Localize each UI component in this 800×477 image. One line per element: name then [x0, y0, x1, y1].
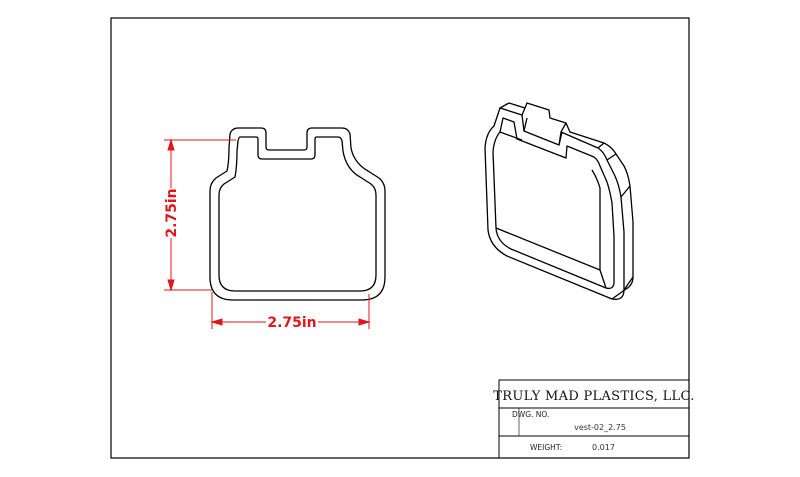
width-arrow-right [358, 318, 371, 326]
iso-front-outer [484, 107, 625, 300]
width-dimension-label: 2.75in [267, 315, 316, 331]
front-view [209, 127, 386, 301]
dwg-no-label: DWG. NO. [512, 410, 549, 419]
height-arrow-bottom [167, 279, 175, 292]
dwg-no-value: vest-02_2.75 [574, 423, 626, 432]
width-arrow-left [210, 318, 223, 326]
title-block [498, 379, 690, 459]
isometric-view [484, 102, 634, 300]
width-label-mask [266, 314, 318, 330]
height-dimension-label: 2.75in [164, 188, 180, 237]
title-block-frame [498, 379, 690, 459]
iso-edge-lines [499, 102, 634, 300]
weight-value: 0.017 [592, 443, 615, 452]
iso-back-outline [508, 102, 634, 290]
height-label-mask [163, 188, 180, 238]
height-arrow-top [167, 138, 175, 151]
company-name: TRULY MAD PLASTICS, LLC. [493, 389, 694, 404]
iso-inner-wall [495, 131, 607, 289]
weight-label: WEIGHT: [530, 443, 562, 452]
vest-inner-outline [218, 136, 377, 292]
vest-outer-outline [209, 127, 386, 301]
iso-front-inner [492, 117, 615, 290]
sheet-border [110, 17, 690, 459]
